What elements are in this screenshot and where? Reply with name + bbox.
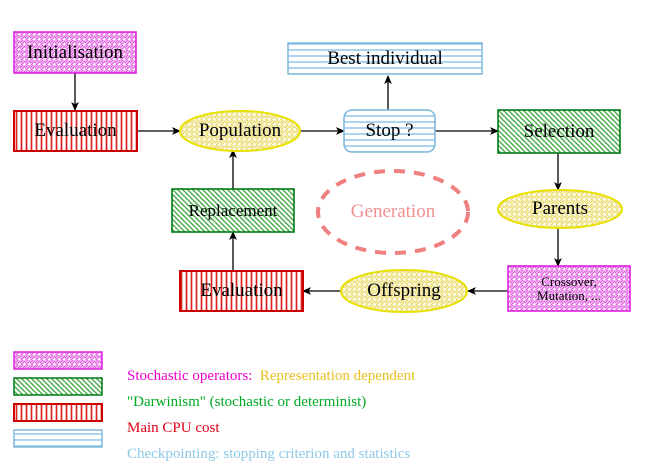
legend-swatch-stochastic bbox=[13, 351, 103, 370]
node-stop[interactable] bbox=[343, 109, 436, 153]
node-initialisation[interactable] bbox=[13, 31, 137, 74]
node-parents[interactable] bbox=[497, 189, 623, 229]
legend-swatch-cpu bbox=[13, 403, 103, 422]
legend-row-stochastic-text: Stochastic operators: Representation dep… bbox=[112, 351, 415, 402]
node-generation bbox=[316, 169, 470, 255]
node-evaluation-top[interactable] bbox=[13, 110, 138, 152]
legend-text-a-1: "Darwinism" (stochastic or determinist) bbox=[127, 394, 367, 410]
legend-row-darwinism-text: "Darwinism" (stochastic or determinist) bbox=[112, 377, 366, 428]
legend-text-a-3: Checkpointing: stopping criterion and st… bbox=[127, 446, 411, 462]
node-best-individual[interactable] bbox=[287, 42, 483, 75]
node-selection[interactable] bbox=[497, 109, 621, 154]
node-population[interactable] bbox=[179, 110, 301, 152]
legend-swatch-darwinism bbox=[13, 377, 103, 396]
edge-group bbox=[71, 73, 562, 295]
legend-swatch-checkpoint bbox=[13, 429, 103, 448]
legend-row-checkpoint-text: Checkpointing: stopping criterion and st… bbox=[112, 429, 410, 465]
legend-text-a-0: Stochastic operators: bbox=[127, 368, 253, 384]
node-evaluation-bottom[interactable] bbox=[179, 270, 304, 312]
legend-text-b-0: Representation dependent bbox=[252, 368, 416, 384]
node-replacement[interactable] bbox=[171, 188, 295, 233]
node-variation[interactable] bbox=[507, 265, 631, 312]
legend-text-a-2: Main CPU cost bbox=[127, 420, 220, 436]
legend-row-cpu-text: Main CPU cost bbox=[112, 403, 220, 454]
node-offspring[interactable] bbox=[340, 269, 468, 313]
